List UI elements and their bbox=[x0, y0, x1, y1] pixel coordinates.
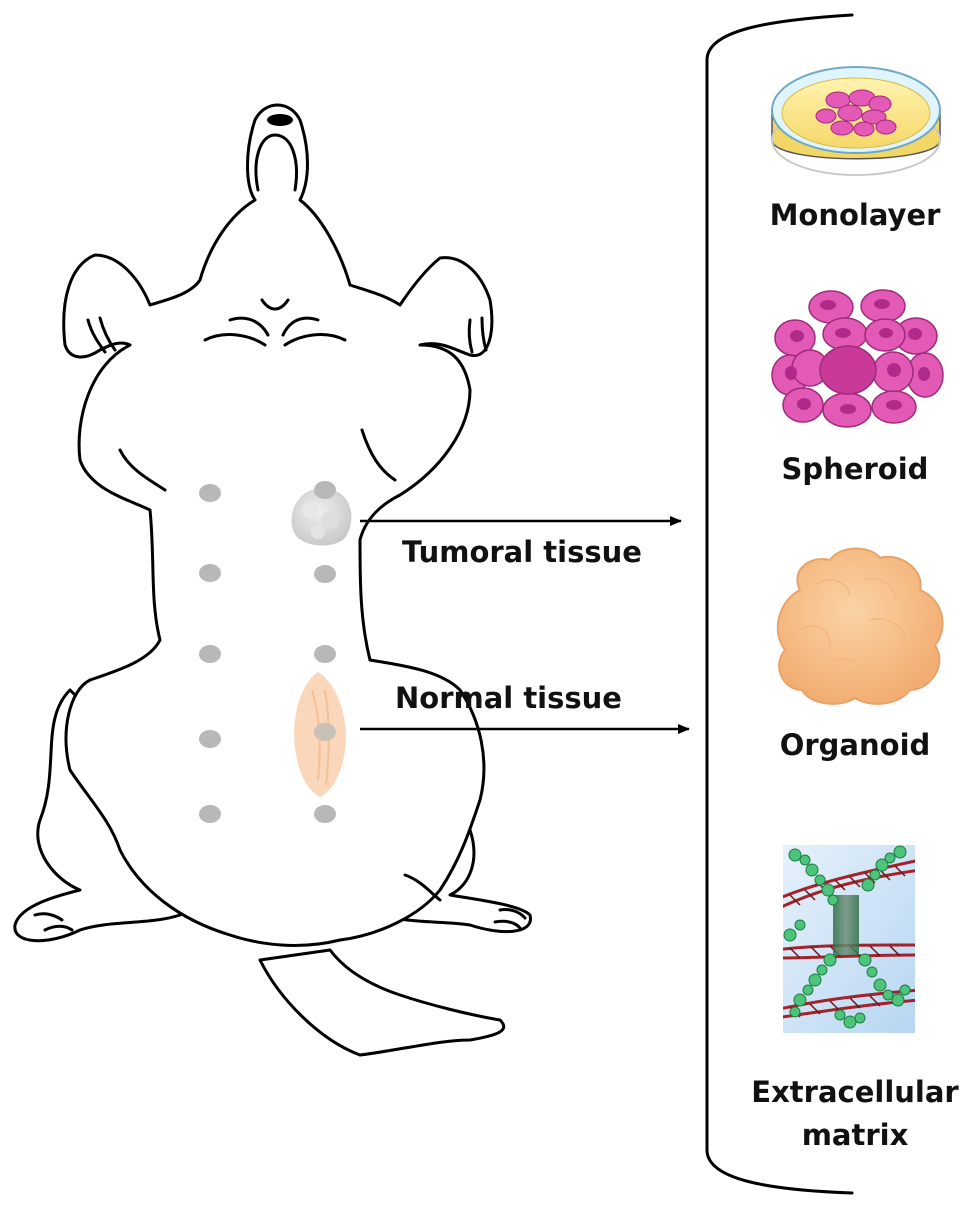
organoid-illustration bbox=[776, 547, 944, 705]
monolayer-petri-dish bbox=[771, 66, 941, 176]
organoid-label: Organoid bbox=[780, 728, 931, 762]
dog-nose bbox=[267, 114, 293, 126]
dog-snout-line bbox=[254, 133, 298, 192]
ecm-label-line2: matrix bbox=[802, 1118, 909, 1152]
mammary-gland bbox=[199, 484, 221, 502]
dog-neck-line bbox=[203, 333, 347, 347]
monolayer-cells bbox=[815, 89, 897, 137]
tumor-mass bbox=[291, 481, 352, 546]
dog-right-hip-line bbox=[403, 873, 442, 902]
monolayer-label: Monolayer bbox=[770, 198, 942, 232]
dog-left-hind-toes bbox=[33, 912, 74, 932]
dog-chin-mark bbox=[228, 298, 320, 337]
normal-tissue-mass bbox=[294, 672, 346, 797]
dog-right-elbow-line bbox=[360, 428, 397, 482]
spheroid-label: Spheroid bbox=[782, 452, 929, 486]
mammary-gland bbox=[314, 565, 336, 583]
models-bracket bbox=[705, 13, 854, 1195]
mammary-gland bbox=[199, 564, 221, 582]
mammary-gland bbox=[314, 645, 336, 663]
tumoral-tissue-label: Tumoral tissue bbox=[402, 535, 642, 569]
dog-left-elbow-line bbox=[118, 448, 167, 492]
ecm-label-line1: Extracellular bbox=[751, 1075, 959, 1109]
mammary-gland bbox=[199, 805, 221, 823]
dog-tail bbox=[258, 948, 506, 1057]
dog-body bbox=[62, 103, 494, 947]
mammary-glands bbox=[199, 484, 336, 823]
normal-tissue-label: Normal tissue bbox=[395, 681, 622, 715]
dog-right-front-toes bbox=[467, 316, 488, 354]
dog-left-front-toes bbox=[86, 316, 117, 354]
spheroid-illustration bbox=[771, 289, 944, 428]
dog-right-hind-toes bbox=[493, 908, 527, 930]
dog-illustration bbox=[13, 103, 532, 1057]
mammary-gland bbox=[199, 645, 221, 663]
mammary-gland bbox=[199, 730, 221, 748]
extracellular-matrix-illustration bbox=[783, 845, 915, 1033]
mammary-gland bbox=[314, 805, 336, 823]
